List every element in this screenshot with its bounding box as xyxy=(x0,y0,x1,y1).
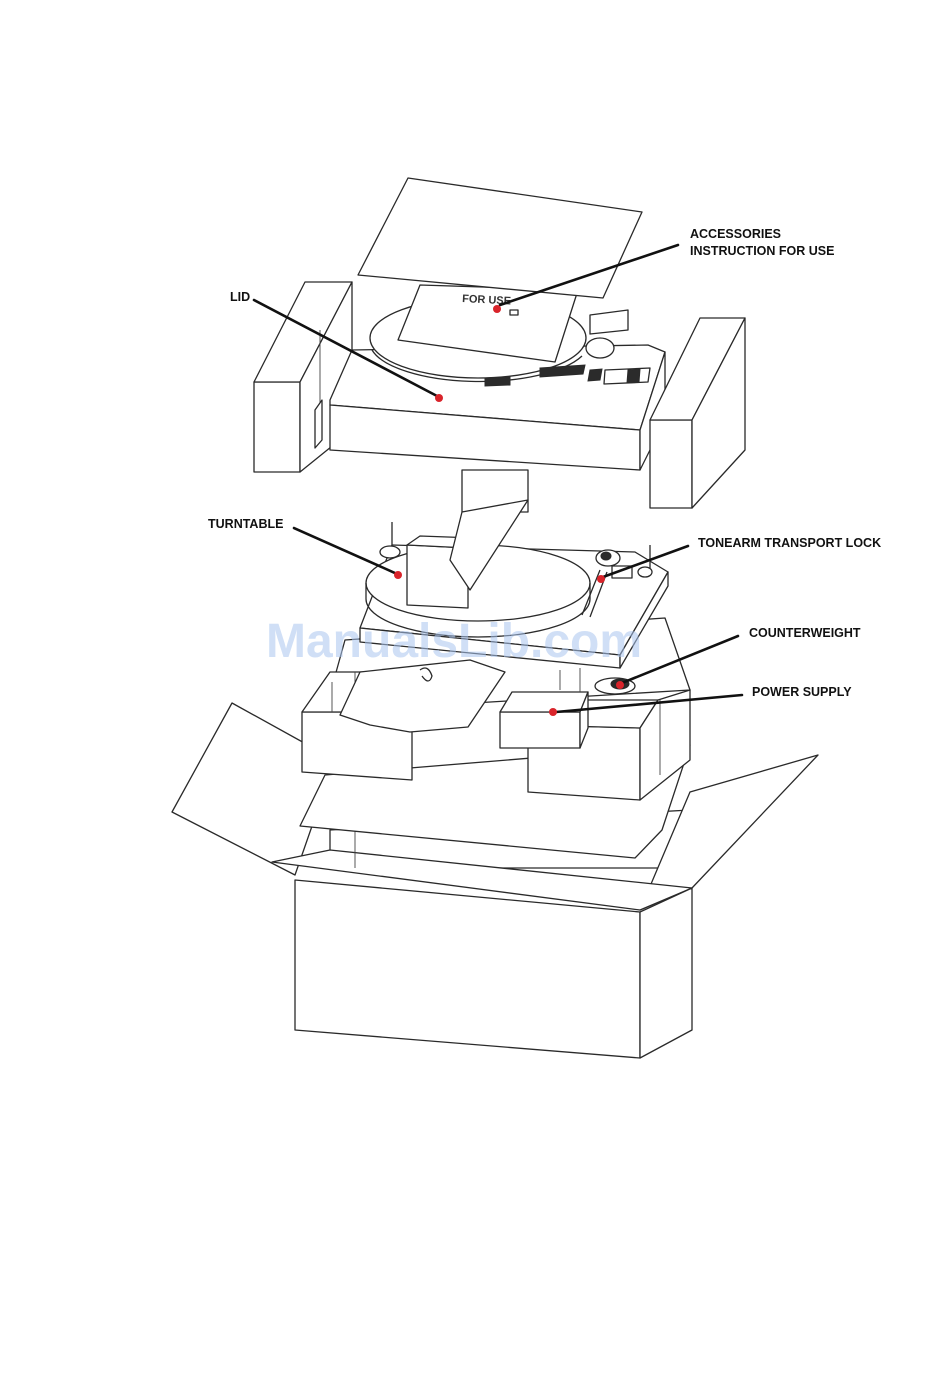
box-front-face xyxy=(295,880,640,1058)
marker-power-supply xyxy=(549,708,557,716)
cardboard-sheet-top xyxy=(358,178,642,298)
label-accessories: ACCESSORIES xyxy=(690,227,781,241)
label-lid: LID xyxy=(230,290,250,304)
box-right-face xyxy=(640,888,692,1058)
label-instruction-for-use: INSTRUCTION FOR USE xyxy=(690,244,834,258)
label-tonearm-transport-lock: TONEARM TRANSPORT LOCK xyxy=(698,536,881,550)
side-foam-right xyxy=(650,420,692,508)
label-counterweight: COUNTERWEIGHT xyxy=(749,626,861,640)
marker-counterweight xyxy=(616,681,624,689)
marker-accessories xyxy=(493,305,501,313)
marker-turntable xyxy=(394,571,402,579)
lid-assembly: FOR USE xyxy=(254,178,745,508)
marker-lid xyxy=(435,394,443,402)
shipping-box xyxy=(172,703,818,1058)
power-supply-box xyxy=(500,712,580,748)
marker-tonearm-lock xyxy=(597,575,605,583)
label-power-supply: POWER SUPPLY xyxy=(752,685,852,699)
side-foam-left xyxy=(254,382,300,472)
watermark: ManualsLib.com xyxy=(266,615,642,668)
label-turntable: TURNTABLE xyxy=(208,517,283,531)
manual-cover-text: FOR USE xyxy=(462,293,511,308)
